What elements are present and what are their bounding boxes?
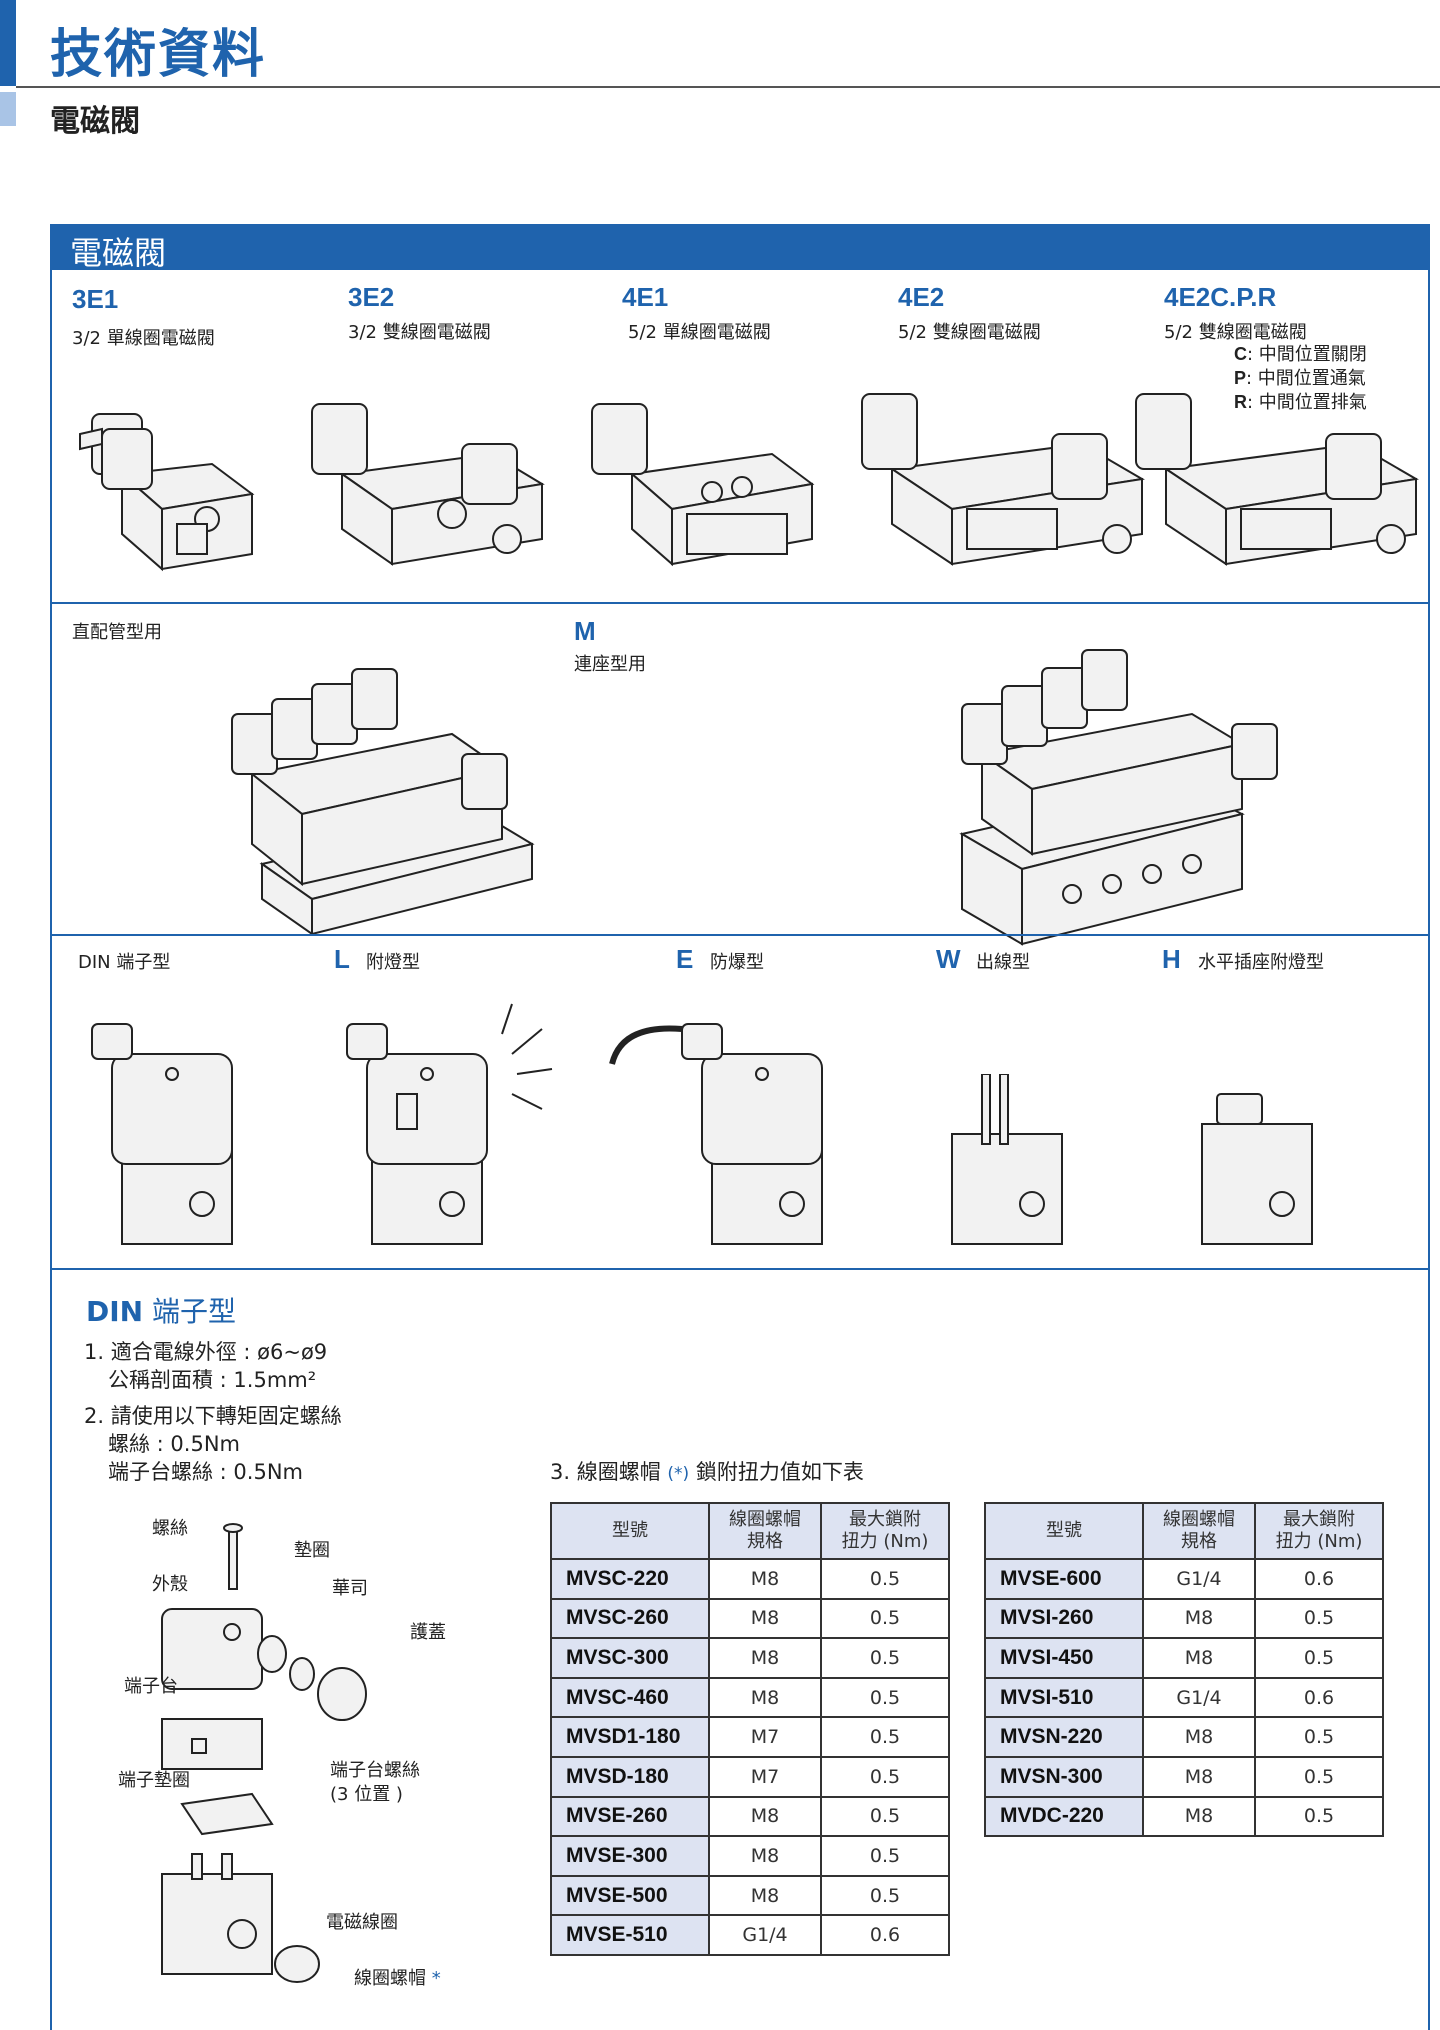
col-spec: 線圈螺帽規格 bbox=[708, 1502, 822, 1560]
valve-code-4e2cpr: 4E2C.P.R bbox=[1164, 282, 1277, 312]
valve-desc-3e2: 3/2 雙線圈電磁閥 bbox=[348, 322, 491, 343]
col-model: 型號 bbox=[984, 1502, 1144, 1560]
header-accent-bar bbox=[0, 0, 16, 86]
connector-h-desc: 水平插座附燈型 bbox=[1198, 952, 1324, 973]
connector-w-desc: 出線型 bbox=[976, 952, 1030, 973]
torque-note: 3. 線圈螺帽 (*) 鎖附扭力值如下表 bbox=[550, 1460, 864, 1484]
row-divider-3 bbox=[52, 1268, 1428, 1270]
solenoid-panel: 電磁閥 3E1 3/2 單線圈電磁閥 3E2 3/2 雙線圈電磁閥 4E1 5/… bbox=[50, 224, 1430, 2030]
mount-direct-label: 直配管型用 bbox=[72, 622, 162, 643]
part-terminal-screw: 端子台螺絲 bbox=[330, 1760, 420, 1781]
part-terminal-screw-qty: (3 位置 ) bbox=[330, 1784, 403, 1805]
connector-din-label: DIN 端子型 bbox=[78, 952, 171, 973]
mount-m-code: M bbox=[574, 616, 596, 646]
valve-desc-4e1: 5/2 單線圈電磁閥 bbox=[628, 322, 771, 343]
valve-code-4e2: 4E2 bbox=[898, 282, 945, 312]
connector-w-code: W bbox=[936, 944, 961, 974]
din-note-2b: 端子台螺絲 : 0.5Nm bbox=[108, 1460, 303, 1484]
manifold-base-illustration bbox=[959, 649, 1278, 946]
col-torque: 最大鎖附扭力 (Nm) bbox=[1254, 1502, 1384, 1560]
valve-code-4e1: 4E1 bbox=[622, 282, 669, 312]
col-torque: 最大鎖附扭力 (Nm) bbox=[820, 1502, 950, 1560]
lamp-connector-illustration bbox=[346, 1003, 553, 1245]
col-spec: 線圈螺帽規格 bbox=[1142, 1502, 1256, 1560]
part-coil-nut: 線圈螺帽 * bbox=[354, 1968, 441, 1989]
valve-option-p: P: 中間位置通氣 bbox=[1234, 368, 1366, 389]
part-washer: 墊圈 bbox=[294, 1540, 330, 1561]
part-casing: 外殼 bbox=[152, 1574, 188, 1595]
connector-l-desc: 附燈型 bbox=[366, 952, 420, 973]
col-model: 型號 bbox=[550, 1502, 710, 1560]
part-cover: 護蓋 bbox=[410, 1622, 446, 1643]
page-title: 技術資料 bbox=[50, 24, 267, 85]
header-divider bbox=[16, 86, 1440, 88]
page-subtitle: 電磁閥 bbox=[50, 104, 140, 139]
din-note-2a: 螺絲 : 0.5Nm bbox=[108, 1432, 240, 1456]
din-connector-illustration bbox=[91, 1023, 233, 1245]
valve-code-3e1: 3E1 bbox=[72, 284, 119, 314]
part-terminal: 端子台 bbox=[124, 1676, 178, 1697]
connector-e-code: E bbox=[676, 944, 694, 974]
din-section-title: DIN 端子型 bbox=[86, 1295, 236, 1328]
part-coil: 電磁線圈 bbox=[326, 1912, 398, 1933]
valve-code-3e2: 3E2 bbox=[348, 282, 395, 312]
valve-4e2cpr-illustration bbox=[1135, 393, 1419, 566]
valve-option-c: C: 中間位置關閉 bbox=[1234, 344, 1367, 365]
connector-e-desc: 防爆型 bbox=[710, 952, 764, 973]
din-note-2: 2. 請使用以下轉矩固定螺絲 bbox=[84, 1404, 342, 1428]
manifold-direct-illustration bbox=[231, 668, 535, 936]
connector-l-code: L bbox=[334, 944, 350, 974]
panel-title: 電磁閥 bbox=[70, 234, 167, 272]
din-note-1b: 公稱剖面積 : 1.5mm² bbox=[108, 1368, 317, 1392]
valve-desc-4e2: 5/2 雙線圈電磁閥 bbox=[898, 322, 1041, 343]
mount-m-desc: 連座型用 bbox=[574, 654, 646, 675]
valve-3e2-illustration bbox=[311, 403, 545, 566]
row-divider-1 bbox=[52, 602, 1428, 604]
valve-desc-3e1: 3/2 單線圈電磁閥 bbox=[72, 328, 215, 349]
row-divider-2 bbox=[52, 934, 1428, 936]
panel-title-bar: 電磁閥 bbox=[52, 224, 1428, 272]
connector-h-code: H bbox=[1162, 944, 1181, 974]
explosion-proof-connector-illustration bbox=[609, 1023, 823, 1245]
part-gasket: 華司 bbox=[332, 1578, 368, 1599]
part-screw: 螺絲 bbox=[152, 1518, 188, 1539]
valve-4e2-illustration bbox=[861, 393, 1145, 566]
header-subaccent-bar bbox=[0, 92, 16, 126]
part-terminal-pad: 端子墊圈 bbox=[118, 1770, 190, 1791]
valve-4e1-illustration bbox=[591, 403, 815, 567]
din-exploded-diagram bbox=[161, 1523, 367, 1983]
horizontal-socket-connector-illustration bbox=[1201, 1093, 1313, 1245]
wire-lead-connector-illustration bbox=[951, 1074, 1063, 1245]
valve-desc-4e2cpr: 5/2 雙線圈電磁閥 bbox=[1164, 322, 1307, 343]
valve-3e1-illustration bbox=[79, 413, 255, 572]
valve-option-r: R: 中間位置排氣 bbox=[1234, 392, 1367, 413]
din-note-1: 1. 適合電線外徑 : ø6~ø9 bbox=[84, 1340, 328, 1364]
